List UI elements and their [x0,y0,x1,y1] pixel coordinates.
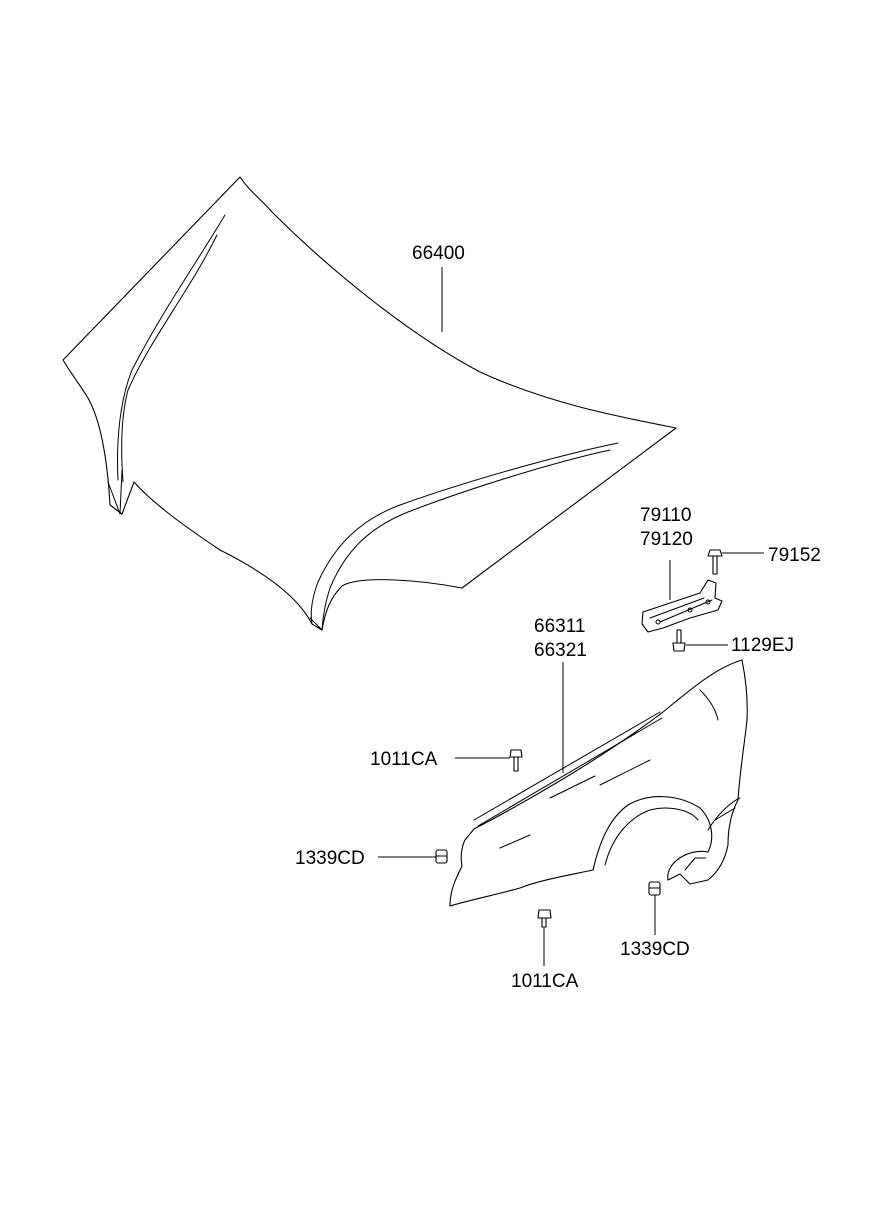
fender-bottom-bolt-part-number: 1011CA [511,971,579,992]
hood-part-number: 66400 [412,243,465,264]
fender-top-bolt-part-number: 1011CA [370,749,438,770]
hinge-screw-icon [672,629,686,652]
hood-part [62,176,677,631]
fender-left-nut-icon [435,849,448,864]
fender-left-nut-part-number: 1339CD [295,848,365,869]
hinge-bolt-icon [707,549,723,575]
hinge-part [641,579,723,633]
hinge-part-number-1: 79110 [640,505,691,526]
fender-bottom-bolt-icon [537,909,552,928]
fender-part-number-2: 66321 [534,640,587,661]
fender-part [449,659,748,907]
fender-right-nut-part-number: 1339CD [620,939,690,960]
fender-part-number-1: 66311 [534,616,585,637]
hinge-screw-part-number: 1129EJ [731,635,794,656]
fender-right-nut-icon [648,881,661,896]
fender-top-bolt-icon [509,749,523,772]
hinge-bolt-part-number: 79152 [768,545,821,566]
hinge-part-number-2: 79120 [640,529,693,550]
